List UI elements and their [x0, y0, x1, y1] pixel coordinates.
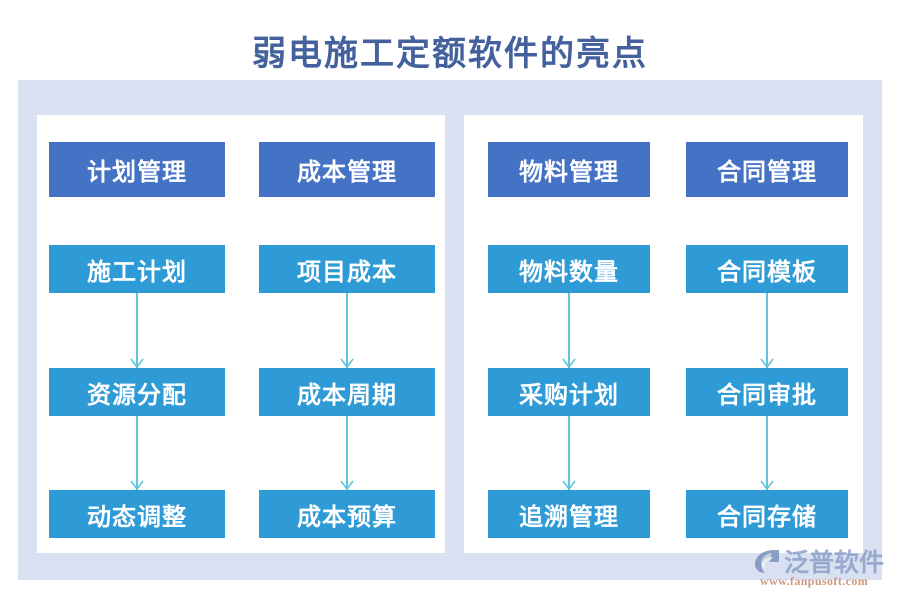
- swoosh-logo-icon: [752, 546, 782, 576]
- column-material-management: 物料管理 物料数量 采购计划 追溯管理: [488, 115, 650, 553]
- arrow-line: [568, 293, 570, 368]
- arrow-line: [346, 416, 348, 490]
- group-item-3-0[interactable]: 合同模板: [686, 245, 848, 293]
- group-item-2-0[interactable]: 物料数量: [488, 245, 650, 293]
- group-item-0-2[interactable]: 动态调整: [49, 490, 225, 538]
- group-item-1-2[interactable]: 成本预算: [259, 490, 435, 538]
- arrow-down-icon: [562, 416, 576, 490]
- arrow-head-icon: [562, 480, 576, 490]
- watermark-brand-row: 泛普软件: [752, 543, 884, 579]
- arrow-head-icon: [130, 480, 144, 490]
- group-item-2-2[interactable]: 追溯管理: [488, 490, 650, 538]
- arrow-line: [568, 416, 570, 490]
- arrow-down-icon: [340, 293, 354, 368]
- group-header-3[interactable]: 合同管理: [686, 142, 848, 197]
- diagram-outer-panel: 计划管理 施工计划 资源分配 动态调整 成本管理: [18, 80, 882, 580]
- group-item-3-1[interactable]: 合同审批: [686, 368, 848, 416]
- arrow-line: [346, 293, 348, 368]
- group-item-0-0[interactable]: 施工计划: [49, 245, 225, 293]
- watermark: 泛普软件 www.fanpusoft.com: [752, 543, 892, 593]
- column-cost-management: 成本管理 项目成本 成本周期 成本预算: [259, 115, 435, 553]
- column-contract-management: 合同管理 合同模板 合同审批 合同存储: [686, 115, 848, 553]
- arrow-head-icon: [130, 358, 144, 368]
- watermark-url-text: www.fanpusoft.com: [760, 574, 869, 588]
- arrow-line: [136, 416, 138, 490]
- group-header-2[interactable]: 物料管理: [488, 142, 650, 197]
- arrow-head-icon: [760, 480, 774, 490]
- arrow-down-icon: [562, 293, 576, 368]
- group-item-2-1[interactable]: 采购计划: [488, 368, 650, 416]
- arrow-down-icon: [130, 416, 144, 490]
- group-item-0-1[interactable]: 资源分配: [49, 368, 225, 416]
- arrow-down-icon: [760, 416, 774, 490]
- left-group-panel: 计划管理 施工计划 资源分配 动态调整 成本管理: [37, 115, 445, 553]
- group-header-0[interactable]: 计划管理: [49, 142, 225, 197]
- column-plan-management: 计划管理 施工计划 资源分配 动态调整: [49, 115, 225, 553]
- watermark-brand-text: 泛普软件: [784, 550, 885, 577]
- arrow-down-icon: [130, 293, 144, 368]
- arrow-head-icon: [340, 358, 354, 368]
- arrow-line: [766, 416, 768, 490]
- arrow-down-icon: [340, 416, 354, 490]
- arrow-line: [136, 293, 138, 368]
- group-header-1[interactable]: 成本管理: [259, 142, 435, 197]
- group-item-1-0[interactable]: 项目成本: [259, 245, 435, 293]
- group-item-1-1[interactable]: 成本周期: [259, 368, 435, 416]
- arrow-down-icon: [760, 293, 774, 368]
- arrow-head-icon: [340, 480, 354, 490]
- page-title: 弱电施工定额软件的亮点: [252, 36, 648, 73]
- arrow-head-icon: [562, 358, 576, 368]
- right-group-panel: 物料管理 物料数量 采购计划 追溯管理 合同管理: [464, 115, 863, 553]
- arrow-head-icon: [760, 358, 774, 368]
- group-item-3-2[interactable]: 合同存储: [686, 490, 848, 538]
- arrow-line: [766, 293, 768, 368]
